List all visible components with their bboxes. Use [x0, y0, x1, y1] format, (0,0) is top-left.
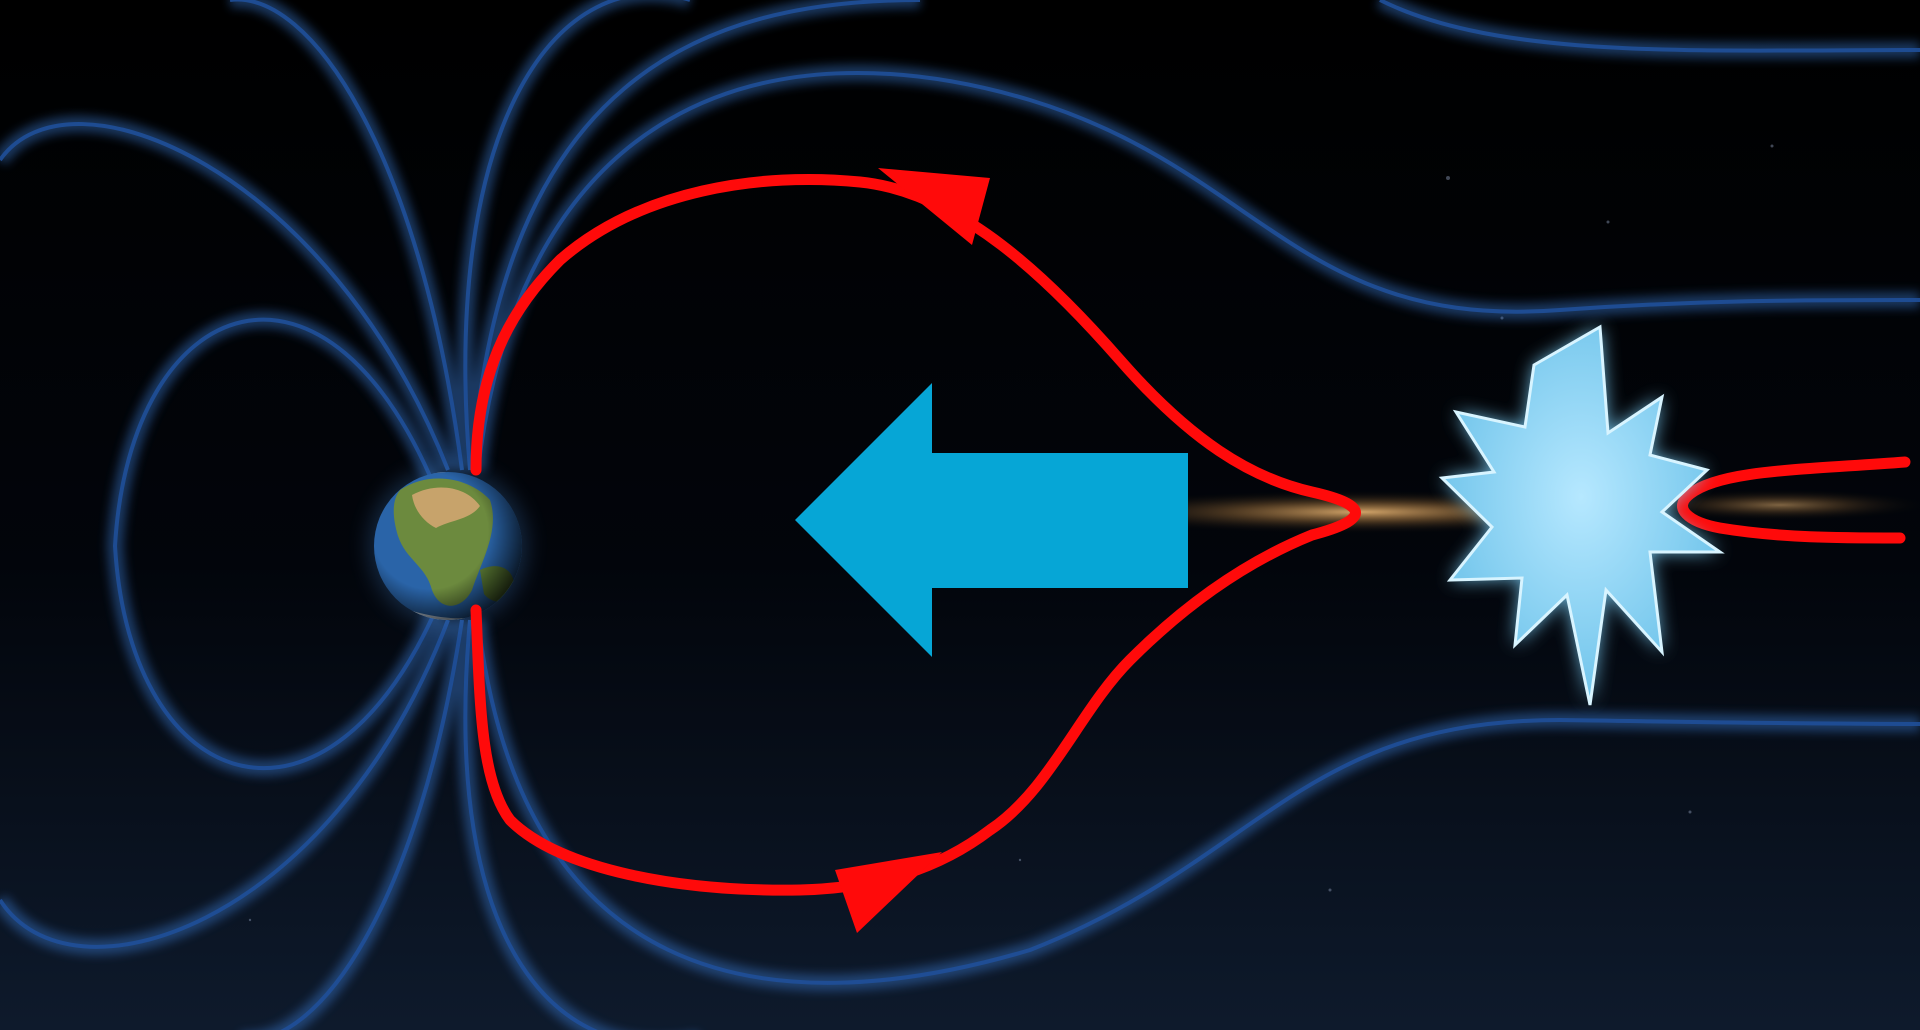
- magnetosphere-diagram: [0, 0, 1920, 1030]
